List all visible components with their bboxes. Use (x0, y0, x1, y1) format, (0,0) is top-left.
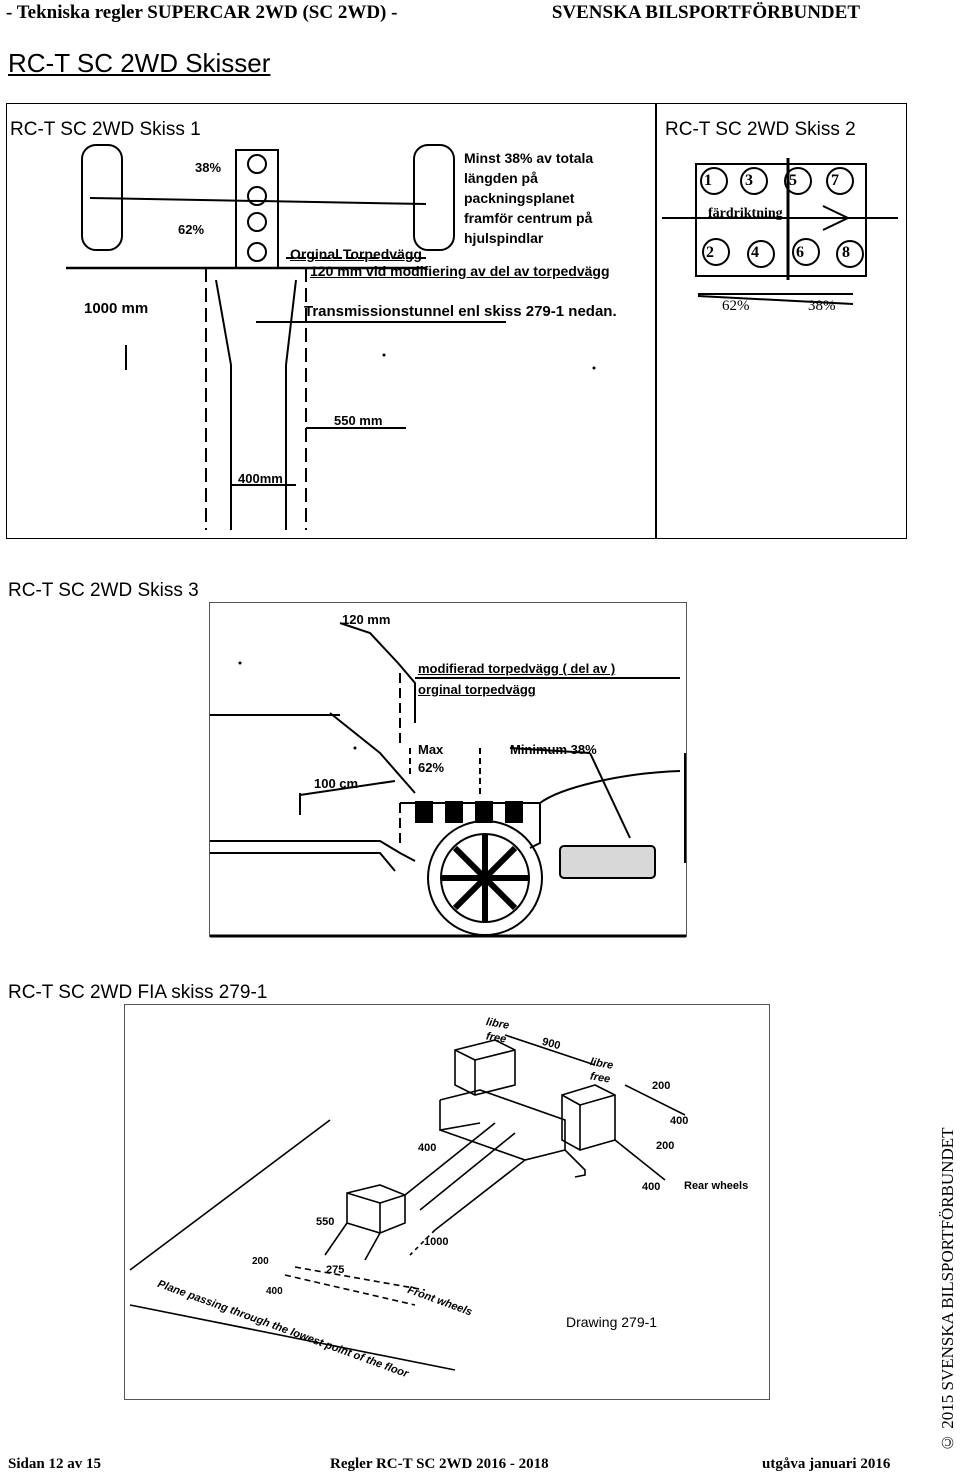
skiss3-orig: orginal torpedvägg (418, 682, 536, 697)
fia-drawing-label: Drawing 279-1 (566, 1314, 658, 1330)
skiss1-pct-62: 62% (178, 222, 205, 237)
skiss2-pct-62: 62% (722, 298, 750, 314)
fia-d1000: 1000 (424, 1236, 449, 1248)
note-line-5: hjulspindlar (464, 230, 544, 246)
header-right: SVENSKA BILSPORTFÖRBUNDET (551, 2, 860, 23)
skiss1-torpedo: Orginal Torpedvägg (290, 246, 422, 262)
skiss1-d550: 550 mm (334, 413, 383, 428)
fia-d200-c: 200 (252, 1256, 269, 1267)
cyl-1: 1 (704, 172, 712, 189)
page-title: RC-T SC 2WD Skisser (8, 48, 271, 78)
fia-rear-wheels: Rear wheels (684, 1180, 749, 1192)
fia-d400-c: 400 (642, 1181, 661, 1193)
cyl-5: 5 (789, 172, 797, 189)
skiss3-max-pct: 62% (418, 760, 445, 775)
skiss3-drawing (210, 622, 686, 938)
fia-d200-b: 200 (656, 1140, 675, 1152)
skiss1-caption: RC-T SC 2WD Skiss 1 (10, 119, 201, 140)
fia-d400-a: 400 (670, 1115, 689, 1127)
skiss3-max: Max (418, 742, 444, 757)
cyl-4: 4 (751, 244, 759, 261)
note-line-2: längden på (464, 170, 538, 186)
fia-d200-a: 200 (652, 1080, 671, 1092)
skiss1-mod: 120 mm vid modifiering av del av torpedv… (310, 263, 610, 279)
skiss2-drawing (662, 158, 898, 305)
note-line-1: Minst 38% av totala (464, 150, 594, 166)
cyl-8: 8 (842, 244, 850, 261)
skiss1-d400: 400mm (238, 471, 283, 486)
cyl-2: 2 (706, 244, 714, 261)
footer-left: Sidan 12 av 15 (8, 1456, 101, 1472)
skiss3-caption: RC-T SC 2WD Skiss 3 (8, 580, 199, 601)
fia-d275: 275 (326, 1264, 345, 1276)
footer-right: utgåva januari 2016 (762, 1456, 891, 1472)
skiss1-pct-38: 38% (195, 160, 222, 175)
footer-center: Regler RC-T SC 2WD 2016 - 2018 (330, 1456, 549, 1472)
header-left: - Tekniska regler SUPERCAR 2WD (SC 2WD) … (6, 2, 398, 23)
cyl-7: 7 (831, 172, 839, 189)
skiss-divider (655, 103, 657, 539)
copyright-vertical: © 2015 SVENSKA BILSPORTFÖRBUNDET (938, 1127, 957, 1453)
fia-caption: RC-T SC 2WD FIA skiss 279-1 (8, 982, 268, 1003)
skiss3-mod: modifierad torpedvägg ( del av ) (418, 661, 616, 676)
fia-frame (124, 1004, 770, 1400)
fia-d400-b: 400 (418, 1142, 437, 1154)
skiss1-tunnel: Transmissionstunnel enl skiss 279-1 neda… (304, 303, 617, 320)
cyl-6: 6 (796, 244, 804, 261)
skiss2-pct-38: 38% (808, 298, 836, 314)
note-line-4: framför centrum på (464, 210, 593, 226)
note-line-3: packningsplanet (464, 190, 575, 206)
skiss1-d1000: 1000 mm (84, 300, 149, 317)
skiss-table (6, 103, 907, 539)
skiss3-d120: 120 mm (342, 612, 391, 627)
skiss1-drawing (66, 144, 596, 530)
fia-d550: 550 (316, 1216, 335, 1228)
fia-drawing (129, 1034, 686, 1371)
skiss3-d100: 100 cm (314, 776, 359, 791)
skiss3-minimum: Minimum 38% (510, 742, 597, 757)
skiss1-note: Minst 38% av totala längden på packnings… (464, 148, 593, 248)
skiss2-direction: färdriktning (708, 206, 783, 221)
fia-d400-d: 400 (266, 1286, 283, 1297)
skiss2-caption: RC-T SC 2WD Skiss 2 (665, 119, 856, 140)
cyl-3: 3 (745, 172, 753, 189)
